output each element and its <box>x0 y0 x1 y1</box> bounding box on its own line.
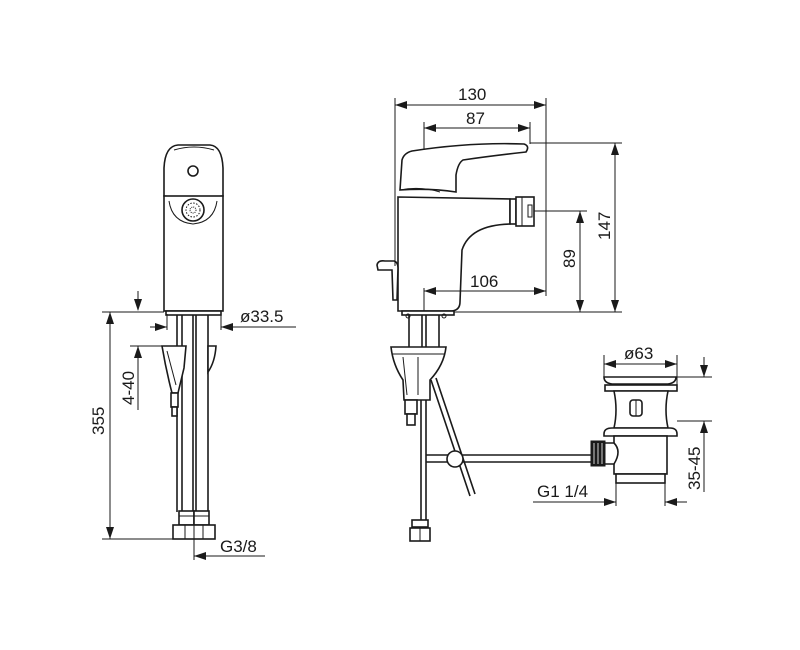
dimension-total-height: 355 <box>89 311 173 540</box>
label-total-height-side: 147 <box>595 212 614 240</box>
dimension-outlet-height: 89 <box>454 210 622 313</box>
label-deck-thickness: 4-40 <box>119 371 138 405</box>
indicator-dot <box>187 165 199 177</box>
label-basin-thickness: 35-45 <box>685 447 704 490</box>
label-plug-diameter: ø63 <box>624 344 653 363</box>
faucet-body-side <box>397 196 511 312</box>
dimension-total-height-side: 147 <box>530 142 622 312</box>
dimension-lever-reach: 87 <box>423 109 531 150</box>
dimension-basin-thickness: 35-45 <box>677 357 712 492</box>
dimension-spout-base-diameter: ø33.5 <box>150 307 296 331</box>
dimension-waste-thread: G1 1/4 <box>533 482 687 506</box>
dimension-spout-reach: 106 <box>423 272 546 311</box>
label-waste-thread: G1 1/4 <box>537 482 588 501</box>
dimension-connection-thread: G3/8 <box>193 537 265 560</box>
lever-handle <box>399 142 529 193</box>
waste-valve: ø63 35-45 G1 1/4 <box>533 344 712 506</box>
popup-knob <box>376 260 399 301</box>
outlet-nozzle <box>515 196 535 227</box>
front-view: ø33.5 4-40 355 G3/8 <box>89 144 296 560</box>
dimension-deck-thickness: 4-40 <box>119 291 162 410</box>
dimension-overall-depth: 130 <box>394 85 547 296</box>
side-view: 130 87 106 89 <box>376 85 622 542</box>
aerator-icon <box>181 198 205 222</box>
plug-head <box>603 376 677 385</box>
label-lever-reach: 87 <box>466 109 485 128</box>
label-outlet-height: 89 <box>560 249 579 268</box>
label-overall-depth: 130 <box>458 85 486 104</box>
label-total-height: 355 <box>89 407 108 435</box>
label-connection-thread: G3/8 <box>220 537 257 556</box>
linkage-joint <box>446 450 464 468</box>
fixing-bracket <box>161 345 187 394</box>
label-spout-reach: 106 <box>470 272 498 291</box>
label-spout-base-diameter: ø33.5 <box>240 307 283 326</box>
dimension-plug-diameter: ø63 <box>603 344 678 385</box>
lever-head <box>163 144 224 199</box>
